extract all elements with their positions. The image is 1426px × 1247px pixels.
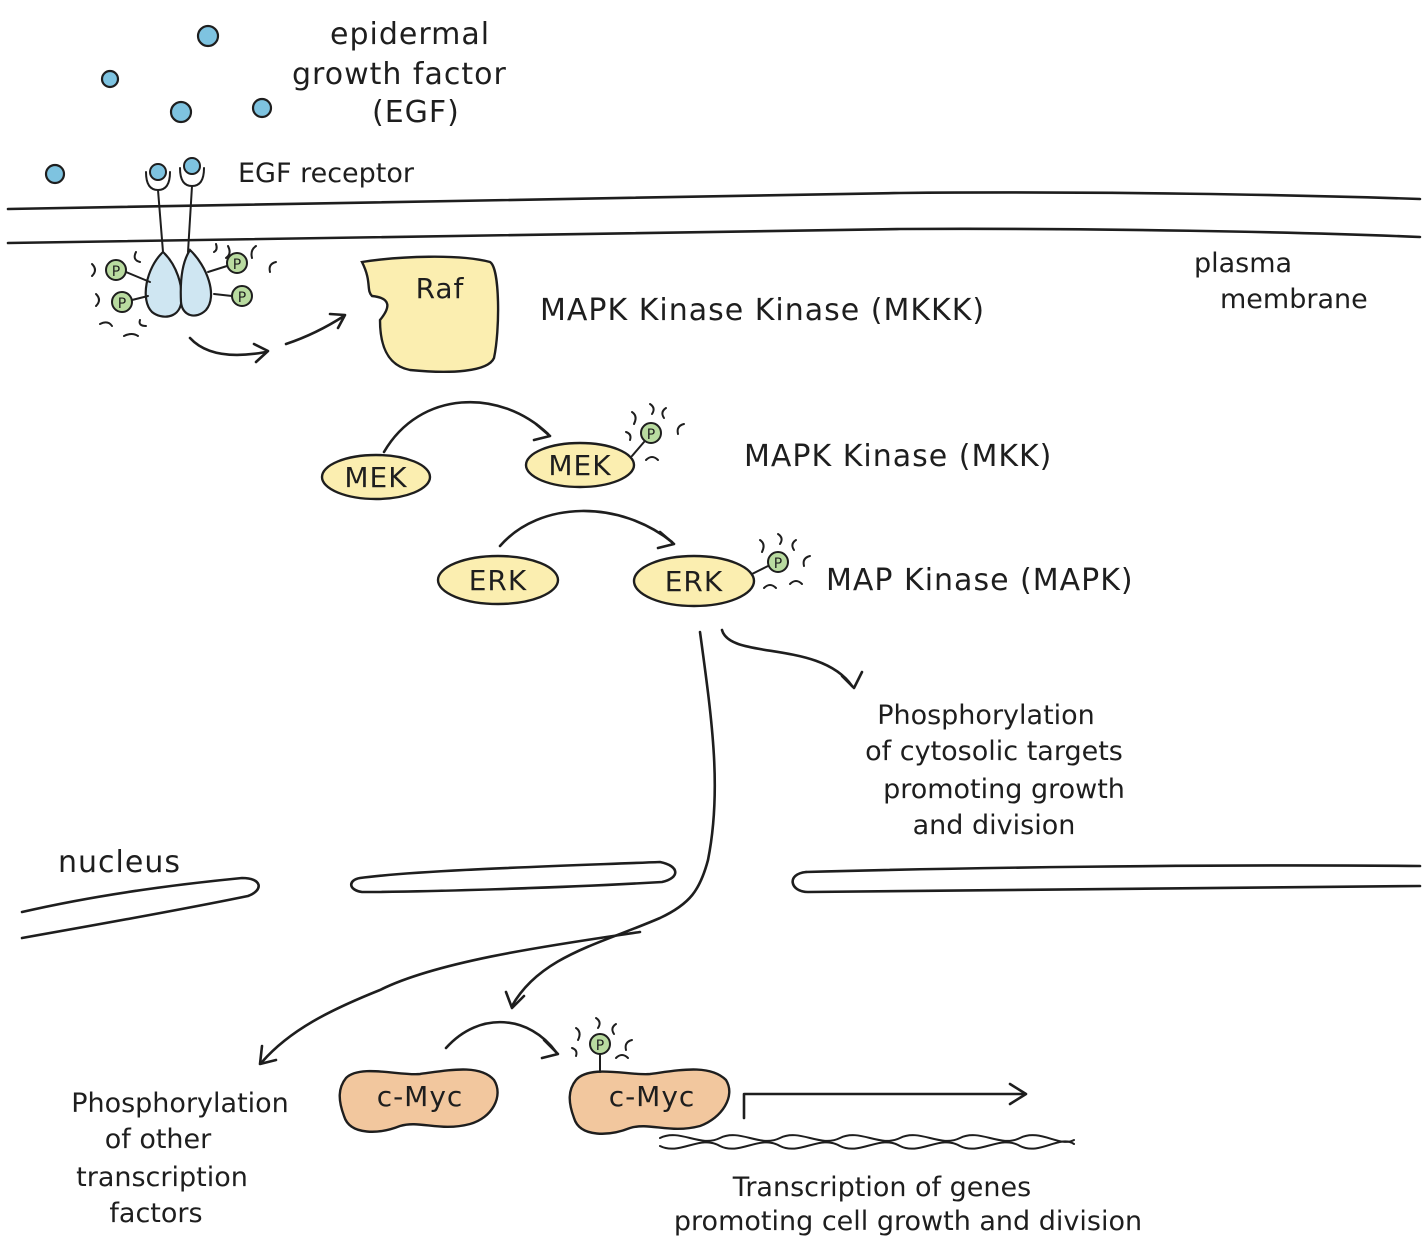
egf-receptor-label: EGF receptor <box>238 158 415 189</box>
mek-active: MEK P <box>524 403 685 489</box>
svg-text:P: P <box>647 427 655 443</box>
phosphate-group: P <box>751 533 811 589</box>
egf-molecule <box>44 163 66 185</box>
receptor-domain-left <box>144 250 183 318</box>
mapk-label: MAP Kinase (MAPK) <box>826 563 1134 598</box>
nuclear-envelope <box>20 860 1422 940</box>
phosphate-group: P <box>213 285 253 307</box>
nucleus-label: nucleus <box>58 845 181 880</box>
raf-label: Raf <box>416 272 465 305</box>
cmyc-active: c-Myc P <box>568 1017 731 1135</box>
mek-inactive-label: MEK <box>344 461 407 494</box>
arrow-mek-activation <box>382 400 550 454</box>
dna-strand <box>659 1134 1075 1150</box>
raf-protein: Raf <box>360 255 500 374</box>
erk-active-label: ERK <box>665 565 724 598</box>
mkk-label: MAPK Kinase (MKK) <box>744 439 1052 474</box>
transcription-label-line2: promoting cell growth and division <box>674 1206 1142 1237</box>
egf-molecule <box>251 97 273 119</box>
cmyc-inactive-label: c-Myc <box>377 1080 464 1113</box>
svg-text:P: P <box>238 290 246 306</box>
egf-label-line2: growth factor <box>292 57 507 92</box>
egf-receptor-dimer <box>144 157 213 318</box>
cmyc-active-label: c-Myc <box>609 1080 696 1113</box>
phosphate-group: P <box>111 291 149 313</box>
cytosolic-label-line2: of cytosolic targets <box>865 736 1123 767</box>
tf-label-line1: Phosphorylation <box>71 1088 289 1119</box>
mek-active-label: MEK <box>548 449 611 482</box>
tf-label-line3: transcription <box>76 1162 248 1193</box>
cytosolic-label-line4: and division <box>913 810 1076 841</box>
phosphate-group: P <box>571 1017 633 1073</box>
mek-inactive: MEK <box>320 453 432 501</box>
arrow-transcription <box>742 1092 1026 1120</box>
arrow-erk-activation <box>498 509 674 548</box>
erk-active: ERK P <box>632 533 811 608</box>
cytosolic-label-line3: promoting growth <box>883 774 1125 805</box>
receptor-phosphates: P P P P <box>91 243 277 337</box>
egf-molecule <box>100 69 120 89</box>
egf-molecules <box>44 24 273 185</box>
egf-molecule <box>169 100 193 124</box>
cytosolic-label-line1: Phosphorylation <box>877 700 1095 731</box>
svg-text:P: P <box>233 257 241 273</box>
erk-inactive: ERK <box>436 554 560 606</box>
arrow-cytosolic-targets <box>720 628 854 688</box>
egf-molecule <box>196 24 220 48</box>
mkkk-label: MAPK Kinase Kinase (MKKK) <box>540 293 985 328</box>
bound-egf <box>183 157 201 175</box>
arrow-cmyc-activation <box>444 1020 558 1054</box>
activation-arrow-to-raf <box>284 314 346 346</box>
plasma-membrane-label-line2: membrane <box>1220 284 1368 315</box>
phosphate-group: P <box>105 259 151 283</box>
arrow-erk-to-nucleus <box>510 630 717 1008</box>
bound-egf <box>149 163 167 181</box>
transcription-label-line1: Transcription of genes <box>732 1172 1031 1203</box>
tf-label-line2: of other <box>105 1124 212 1155</box>
erk-inactive-label: ERK <box>469 564 528 597</box>
plasma-membrane <box>6 191 1422 245</box>
plasma-membrane-label-line1: plasma <box>1194 248 1292 279</box>
egf-label-line1: epidermal <box>330 17 490 52</box>
svg-text:P: P <box>596 1038 604 1054</box>
cmyc-inactive: c-Myc <box>338 1068 499 1133</box>
svg-text:P: P <box>774 556 782 572</box>
egf-label-line3: (EGF) <box>372 95 460 130</box>
tf-label-line4: factors <box>109 1198 202 1229</box>
receptor-domain-right <box>179 248 213 317</box>
arrow-other-tf <box>260 930 642 1064</box>
svg-text:P: P <box>118 296 126 312</box>
phosphate-group: P <box>207 252 248 274</box>
svg-text:P: P <box>112 264 120 280</box>
activation-arrow-receptor <box>188 336 268 357</box>
phosphate-group: P <box>625 403 685 461</box>
